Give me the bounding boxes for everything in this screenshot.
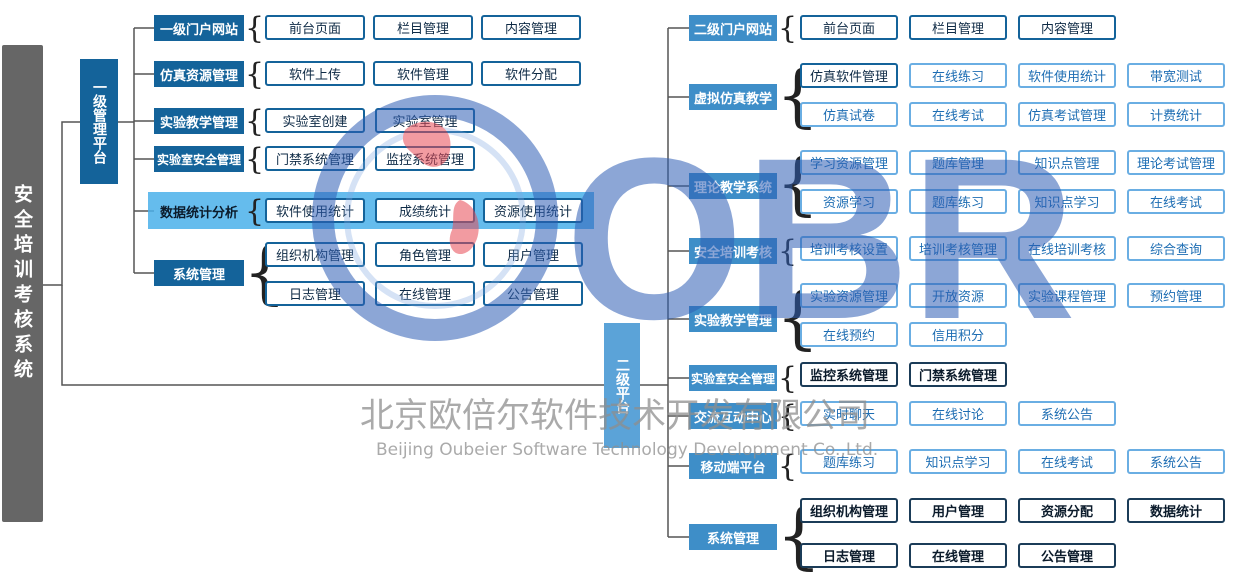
l1-item: 监控系统管理 xyxy=(375,146,475,171)
brace: { xyxy=(245,56,265,92)
l2-category-lab-safety: 实验室安全管理 xyxy=(689,365,777,391)
l1-item: 前台页面 xyxy=(265,15,365,40)
l2-item: 栏目管理 xyxy=(909,15,1007,40)
l2-item: 在线练习 xyxy=(909,63,1007,88)
l2-item: 系统公告 xyxy=(1018,401,1116,426)
l2-item: 在线考试 xyxy=(1127,189,1225,214)
l2-item: 带宽测试 xyxy=(1127,63,1225,88)
l2-item: 数据统计 xyxy=(1127,498,1225,523)
l2-item: 预约管理 xyxy=(1127,283,1225,308)
l2-item: 培训考核设置 xyxy=(800,236,898,261)
l2-item: 实验资源管理 xyxy=(800,283,898,308)
l1-item: 实验室管理 xyxy=(375,108,475,133)
l2-item: 资源分配 xyxy=(1018,498,1116,523)
company-name-cn: 北京欧倍尔软件技术开发有限公司 xyxy=(360,396,870,436)
l1-category-data-stats: 数据统计分析 xyxy=(159,205,238,221)
brace: { xyxy=(245,10,265,46)
brace: { xyxy=(245,103,265,139)
l2-item: 实时聊天 xyxy=(800,401,898,426)
l2-item: 知识点学习 xyxy=(909,449,1007,474)
l2-item: 题库练习 xyxy=(800,449,898,474)
l2-item: 综合查询 xyxy=(1127,236,1225,261)
l1-category-lab-teaching: 实验教学管理 xyxy=(154,108,244,134)
l1-item: 在线管理 xyxy=(375,281,475,306)
l2-item: 学习资源管理 xyxy=(800,150,898,175)
l1-item: 资源使用统计 xyxy=(483,198,583,223)
l2-category-safety-training: 安全培训考核 xyxy=(689,238,777,264)
l1-item: 软件管理 xyxy=(373,61,473,86)
l2-item: 日志管理 xyxy=(800,543,898,568)
l1-item: 软件上传 xyxy=(265,61,365,86)
l2-item: 在线培训考核 xyxy=(1018,236,1116,261)
brace: { xyxy=(778,10,798,46)
l1-item: 组织机构管理 xyxy=(265,242,365,267)
l2-item: 监控系统管理 xyxy=(800,362,898,387)
l2-item: 公告管理 xyxy=(1018,543,1116,568)
l2-item: 仿真软件管理 xyxy=(800,63,898,88)
l1-category-portal: 一级门户网站 xyxy=(154,15,244,41)
l2-item: 培训考核管理 xyxy=(909,236,1007,261)
brace: { xyxy=(778,448,798,484)
l2-item: 题库管理 xyxy=(909,150,1007,175)
l2-category-mobile: 移动端平台 xyxy=(689,453,777,479)
l2-item: 软件使用统计 xyxy=(1018,63,1116,88)
l2-item: 系统公告 xyxy=(1127,449,1225,474)
l2-item: 在线预约 xyxy=(800,322,898,347)
l1-item: 公告管理 xyxy=(483,281,583,306)
l2-item: 在线考试 xyxy=(909,102,1007,127)
l1-item: 门禁系统管理 xyxy=(265,146,365,171)
l1-category-system: 系统管理 xyxy=(154,260,244,286)
l2-item: 资源学习 xyxy=(800,189,898,214)
l1-item: 成绩统计 xyxy=(375,198,475,223)
level2-node: 二级平台 xyxy=(604,323,640,448)
l2-item: 开放资源 xyxy=(909,283,1007,308)
l1-item: 实验室创建 xyxy=(265,108,365,133)
l1-category-lab-safety: 实验室安全管理 xyxy=(154,146,244,172)
company-name-en: Beijing Oubeier Software Technology Deve… xyxy=(376,440,879,460)
l2-item: 门禁系统管理 xyxy=(909,362,1007,387)
l2-item: 用户管理 xyxy=(909,498,1007,523)
l2-category-system: 系统管理 xyxy=(689,524,777,550)
l2-item: 在线讨论 xyxy=(909,401,1007,426)
brace: { xyxy=(245,193,265,229)
level1-node: 一级管理平台 xyxy=(80,59,118,184)
l2-category-interaction: 交流互动中心 xyxy=(689,403,777,429)
l2-category-lab-teaching: 实验教学管理 xyxy=(689,306,777,332)
l2-item: 仿真试卷 xyxy=(800,102,898,127)
l2-item: 组织机构管理 xyxy=(800,498,898,523)
l2-item: 题库练习 xyxy=(909,189,1007,214)
l2-item: 信用积分 xyxy=(909,322,1007,347)
l2-item: 知识点学习 xyxy=(1018,189,1116,214)
l2-category-virtual-sim: 虚拟仿真教学 xyxy=(689,84,777,110)
brace: { xyxy=(778,398,798,434)
l2-category-portal: 二级门户网站 xyxy=(689,15,777,41)
l2-item: 实验课程管理 xyxy=(1018,283,1116,308)
l1-item: 用户管理 xyxy=(483,242,583,267)
l2-item: 前台页面 xyxy=(800,15,898,40)
l2-item: 在线考试 xyxy=(1018,449,1116,474)
l2-item: 在线管理 xyxy=(909,543,1007,568)
l2-item: 内容管理 xyxy=(1018,15,1116,40)
l2-category-theory: 理论教学系统 xyxy=(689,173,777,199)
l1-item: 软件使用统计 xyxy=(265,198,365,223)
l1-item: 内容管理 xyxy=(481,15,581,40)
brace: { xyxy=(778,360,798,396)
l1-item: 角色管理 xyxy=(375,242,475,267)
brace: { xyxy=(245,141,265,177)
l2-item: 仿真考试管理 xyxy=(1018,102,1116,127)
l2-item: 计费统计 xyxy=(1127,102,1225,127)
l2-item: 知识点管理 xyxy=(1018,150,1116,175)
brace: { xyxy=(778,233,798,269)
l1-item: 栏目管理 xyxy=(373,15,473,40)
l1-item: 软件分配 xyxy=(481,61,581,86)
l2-item: 理论考试管理 xyxy=(1127,150,1225,175)
l1-item: 日志管理 xyxy=(265,281,365,306)
l1-category-sim-resource: 仿真资源管理 xyxy=(154,61,244,87)
root-node: 安全培训考核系统 xyxy=(2,45,43,522)
